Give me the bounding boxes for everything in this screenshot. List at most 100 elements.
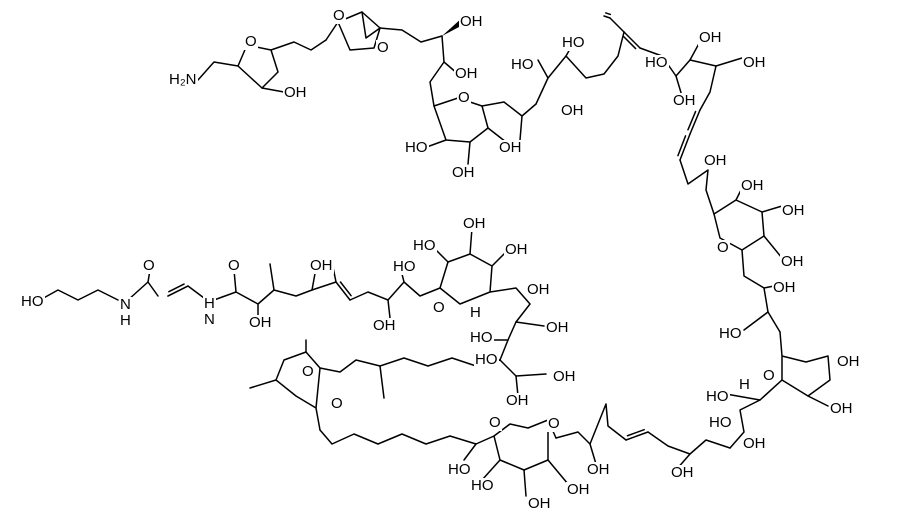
bond xyxy=(515,321,545,327)
alkene xyxy=(339,281,352,297)
exo-methylene xyxy=(605,12,612,16)
chain xyxy=(647,431,691,455)
ring-hydrogen-label: H xyxy=(469,304,482,321)
hydroxyl-label: OH xyxy=(552,368,577,385)
hydroxyl-label: OH xyxy=(454,65,479,82)
bond xyxy=(481,459,501,481)
bond xyxy=(589,443,597,465)
hydroxyl-label: OH xyxy=(740,177,765,194)
chain xyxy=(565,31,625,79)
hydroxyl-label: OH xyxy=(248,314,273,331)
alkene xyxy=(622,35,637,50)
chain xyxy=(489,287,531,361)
bond xyxy=(515,373,547,377)
hydroxyl-label: HO xyxy=(474,351,499,368)
hydroxyl-label: OH xyxy=(545,319,570,336)
hydroxyl-label: OH xyxy=(772,279,797,296)
hydroxyl-label: OH xyxy=(451,164,476,181)
chain xyxy=(349,291,389,301)
bond xyxy=(547,459,569,485)
alkene xyxy=(679,133,691,161)
hydroxyl-label: HO xyxy=(20,293,45,310)
hydroxyl-label: OH xyxy=(459,13,484,30)
alkene xyxy=(677,135,687,157)
alkene xyxy=(168,283,185,293)
bond xyxy=(467,141,471,165)
bond xyxy=(725,393,761,401)
ring-oxygen-label: O xyxy=(244,33,258,50)
alkene xyxy=(625,431,649,441)
hydroxyl-label: HO xyxy=(392,258,417,275)
methyl xyxy=(519,115,523,141)
ring-hydrogen-label: H xyxy=(738,376,751,393)
bond xyxy=(761,205,783,213)
ring-oxygen-label: O xyxy=(547,415,561,432)
hydroxyl-label: HO xyxy=(470,477,495,494)
bond xyxy=(469,227,473,255)
carbonyl-oxygen-label: O xyxy=(142,257,156,274)
ring-oxygen-label: O xyxy=(330,395,344,412)
methyl xyxy=(249,379,277,389)
hydroxyl-label: OH xyxy=(505,392,530,409)
ring-oxygen-label: O xyxy=(432,299,446,316)
hydroxyl-label: OH xyxy=(670,464,695,481)
hydroxyl-label: HO xyxy=(510,56,535,73)
chain xyxy=(319,359,381,373)
hydroxyl-label: OH xyxy=(586,461,611,478)
chain xyxy=(270,39,327,51)
bond xyxy=(261,87,285,93)
alkene xyxy=(167,285,189,297)
hydroxyl-label: HO xyxy=(447,461,472,478)
chain xyxy=(269,263,313,297)
hydroxyl-label: HO xyxy=(708,414,733,431)
amine-label: H₂N xyxy=(168,71,198,88)
hydroxyl-label: HO xyxy=(412,237,437,254)
hydroxyl-label: OH xyxy=(566,481,591,498)
hydroxyl-label: HO xyxy=(644,54,669,71)
alkene xyxy=(689,109,701,135)
hydroxyl-label: OH xyxy=(780,253,805,270)
hydroxyl-label: OH xyxy=(742,54,767,71)
exo-methylene xyxy=(603,15,611,19)
ring-oxygen-label: O xyxy=(716,239,730,256)
ring-oxygen-label: O xyxy=(332,7,346,24)
thf-ring xyxy=(197,44,279,89)
wedge-bond xyxy=(442,19,464,36)
chain xyxy=(555,403,627,445)
chain xyxy=(535,59,549,105)
alkene xyxy=(335,281,351,301)
hydroxyl-label: HO xyxy=(469,329,494,346)
hydroxyl-label: OH xyxy=(836,353,861,370)
chain xyxy=(675,439,731,471)
carbonyl-oxygen-label: O xyxy=(227,257,241,274)
pyran-ring xyxy=(779,331,831,397)
hydroxyl-label: OH xyxy=(498,139,523,156)
ring-oxygen-label: O xyxy=(376,39,390,56)
chain xyxy=(679,159,715,215)
bond xyxy=(807,395,829,407)
bridge xyxy=(361,11,381,39)
hydroxyl-label: OH xyxy=(309,257,334,274)
alkyl-chain xyxy=(379,357,519,397)
alkene xyxy=(626,428,645,437)
hydroxyl-label: OH xyxy=(504,241,529,258)
amide xyxy=(213,291,237,301)
hydroxyl-label: OH xyxy=(781,202,806,219)
chain xyxy=(481,101,537,117)
chain xyxy=(429,35,445,107)
bond xyxy=(523,469,527,497)
bond xyxy=(463,435,495,461)
hydroxyl-label: OH xyxy=(372,317,397,334)
ring-oxygen-label: O xyxy=(457,89,471,106)
hydroxyl-label: OH xyxy=(527,495,552,512)
hydroxyl-label: HO xyxy=(561,34,586,51)
alkene xyxy=(623,31,641,49)
bond xyxy=(743,311,769,331)
propyl-chain xyxy=(39,289,119,301)
chain xyxy=(729,379,783,449)
bond xyxy=(763,235,783,259)
chain xyxy=(233,269,259,305)
